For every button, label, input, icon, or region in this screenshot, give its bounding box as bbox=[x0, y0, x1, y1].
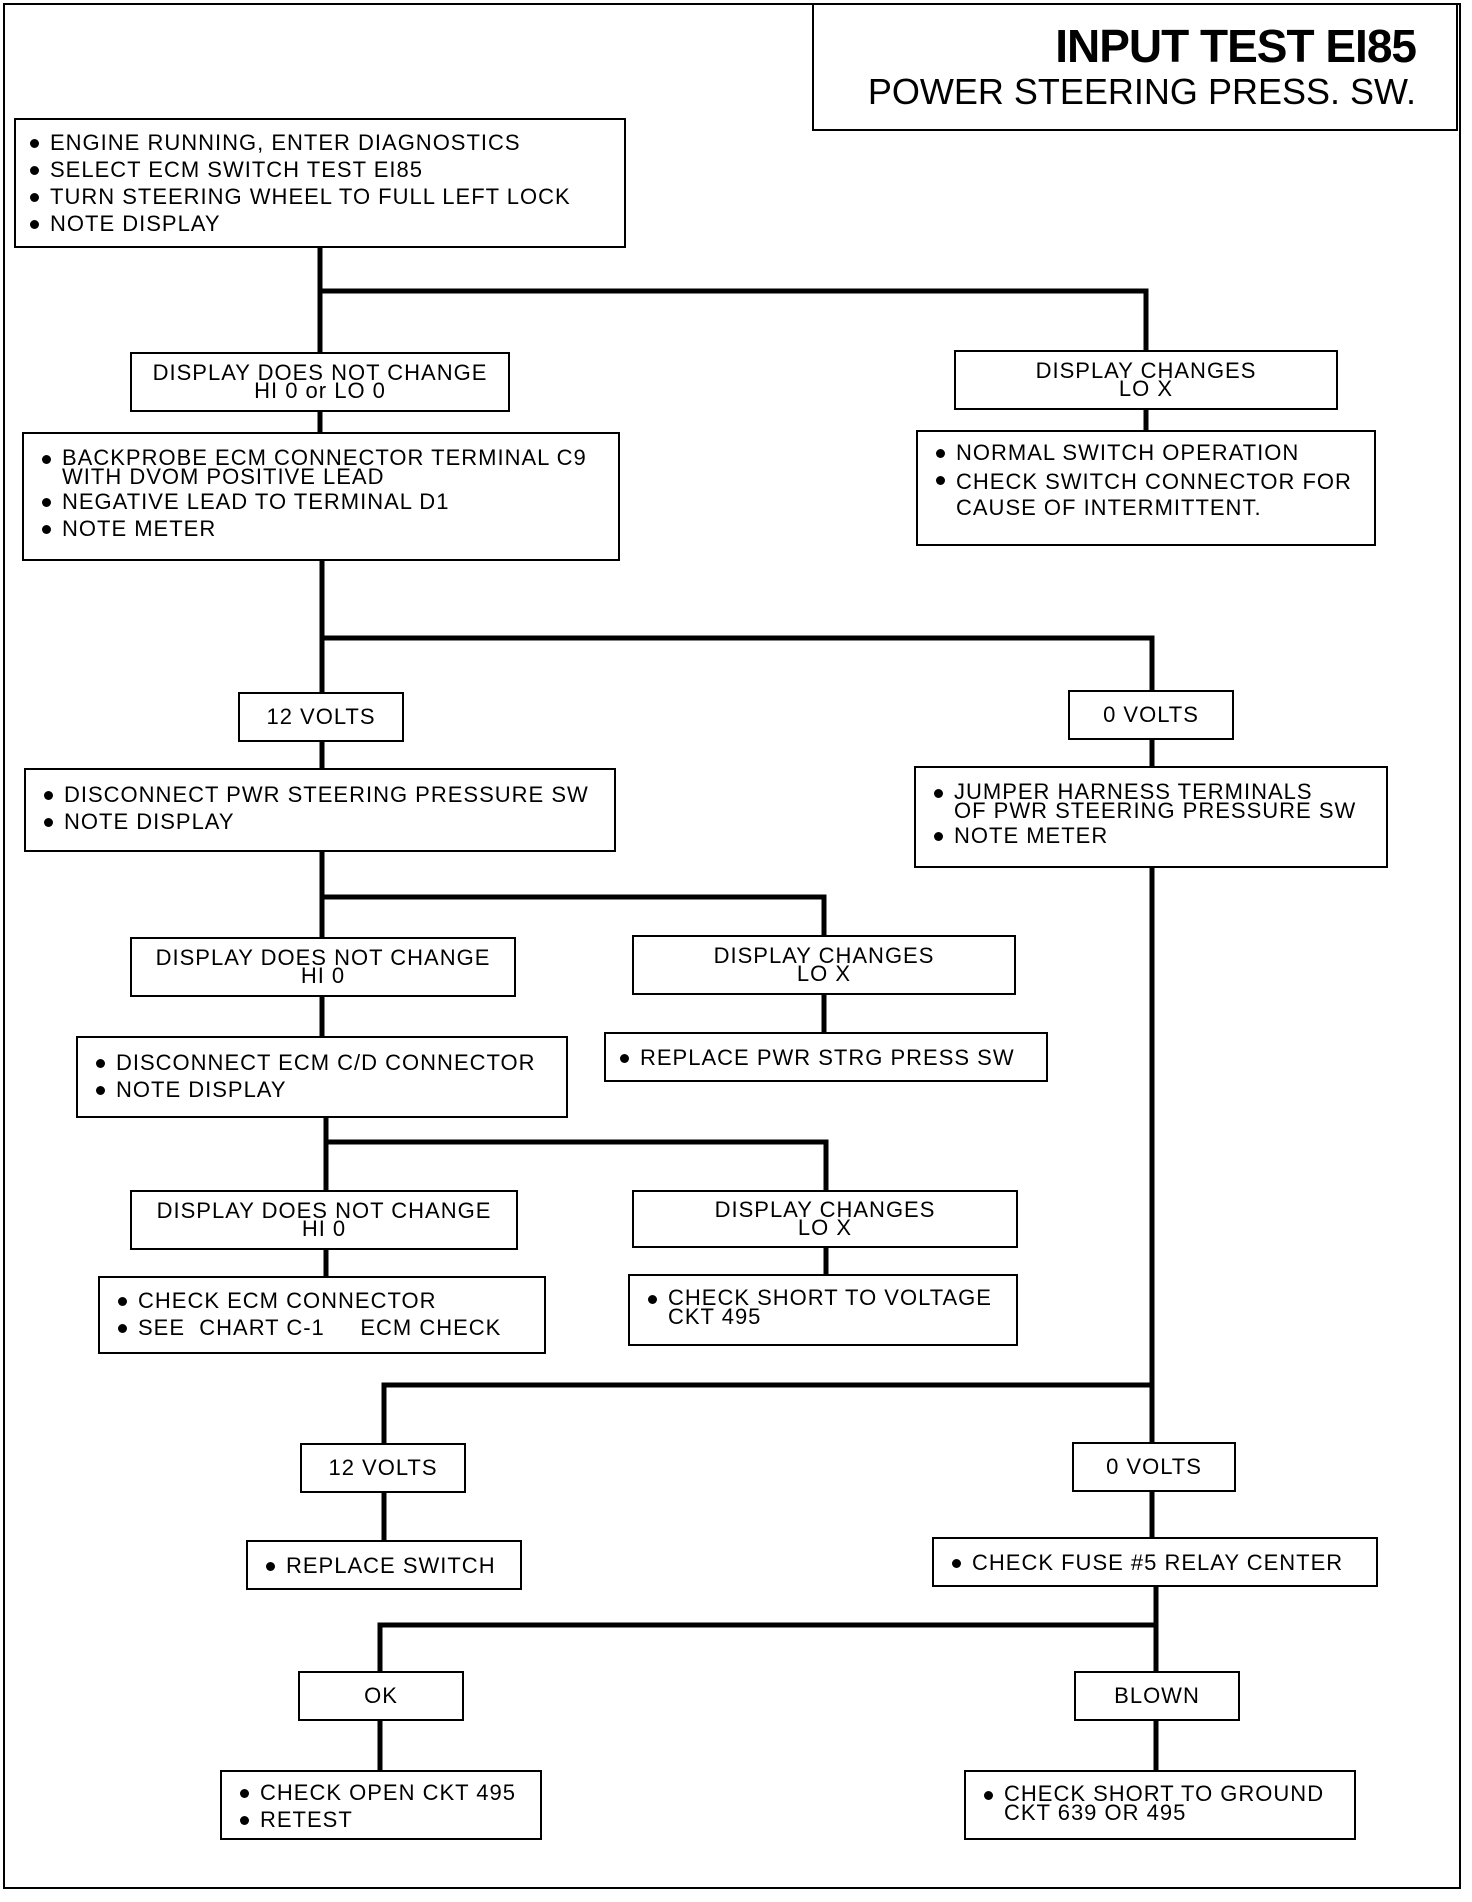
result-display-no-change-1: DISPLAY DOES NOT CHANGE HI 0 or LO 0 bbox=[130, 352, 510, 412]
disconnect-ecm-box: DISCONNECT ECM C/D CONNECTOR NOTE DISPLA… bbox=[76, 1036, 568, 1118]
step-item: TURN STEERING WHEEL TO FULL LEFT LOCK bbox=[20, 186, 624, 208]
replace-switch-box: REPLACE SWITCH bbox=[246, 1540, 522, 1590]
bullet-icon bbox=[240, 1816, 249, 1825]
bullet-icon bbox=[30, 139, 39, 148]
bullet-icon bbox=[96, 1086, 105, 1095]
bullet-icon bbox=[648, 1295, 657, 1304]
bullet-icon bbox=[96, 1059, 105, 1068]
title-box: INPUT TEST EI85 POWER STEERING PRESS. SW… bbox=[812, 3, 1458, 131]
step-item: NOTE METER bbox=[32, 518, 618, 540]
result-12-volts-1: 12 VOLTS bbox=[238, 692, 404, 742]
result-display-no-change-2: DISPLAY DOES NOT CHANGE HI 0 bbox=[130, 937, 516, 997]
result-0-volts-1: 0 VOLTS bbox=[1068, 690, 1234, 740]
step-item: DISCONNECT ECM C/D CONNECTOR bbox=[86, 1052, 566, 1074]
result-display-changes-2: DISPLAY CHANGES LO X bbox=[632, 935, 1016, 995]
result-display-changes-3: DISPLAY CHANGES LO X bbox=[632, 1190, 1018, 1248]
result-blown: BLOWN bbox=[1074, 1671, 1240, 1721]
step-item: CHECK FUSE #5 RELAY CENTER bbox=[942, 1552, 1376, 1574]
bullet-icon bbox=[44, 818, 53, 827]
step-item: RETEST bbox=[230, 1809, 540, 1831]
bullet-icon bbox=[240, 1789, 249, 1798]
bullet-icon bbox=[620, 1054, 629, 1063]
check-ecm-connector-box: CHECK ECM CONNECTOR SEE CHART C-1 ECM CH… bbox=[98, 1276, 546, 1354]
step-item: DISCONNECT PWR STEERING PRESSURE SW bbox=[34, 784, 614, 806]
step-item: NOTE DISPLAY bbox=[20, 213, 624, 235]
bullet-icon bbox=[952, 1559, 961, 1568]
replace-pressure-switch-box: REPLACE PWR STRG PRESS SW bbox=[604, 1032, 1048, 1082]
bullet-icon bbox=[118, 1324, 127, 1333]
step-item: REPLACE SWITCH bbox=[256, 1555, 520, 1577]
result-12-volts-2: 12 VOLTS bbox=[300, 1443, 466, 1493]
step-item: SELECT ECM SWITCH TEST EI85 bbox=[20, 159, 624, 181]
step-item: NEGATIVE LEAD TO TERMINAL D1 bbox=[32, 491, 618, 513]
bullet-icon bbox=[936, 449, 945, 458]
step-item: SEE CHART C-1 ECM CHECK bbox=[108, 1317, 544, 1339]
bullet-icon bbox=[30, 193, 39, 202]
check-fuse-box: CHECK FUSE #5 RELAY CENTER bbox=[932, 1537, 1378, 1587]
step-item: ENGINE RUNNING, ENTER DIAGNOSTICS bbox=[20, 132, 624, 154]
step-item: NORMAL SWITCH OPERATION bbox=[926, 442, 1374, 464]
bullet-icon bbox=[30, 220, 39, 229]
normal-operation-box: NORMAL SWITCH OPERATION CHECK SWITCH CON… bbox=[916, 430, 1376, 546]
step-item: NOTE METER bbox=[924, 825, 1386, 847]
bullet-icon bbox=[984, 1791, 993, 1800]
bullet-icon bbox=[42, 498, 51, 507]
bullet-icon bbox=[934, 789, 943, 798]
page-title: INPUT TEST EI85 bbox=[1055, 20, 1417, 72]
bullet-icon bbox=[42, 525, 51, 534]
disconnect-switch-box: DISCONNECT PWR STEERING PRESSURE SW NOTE… bbox=[24, 768, 616, 852]
bullet-icon bbox=[42, 455, 51, 464]
start-steps-box: ENGINE RUNNING, ENTER DIAGNOSTICS SELECT… bbox=[14, 118, 626, 248]
step-item: CHECK OPEN CKT 495 bbox=[230, 1782, 540, 1804]
page-subtitle: POWER STEERING PRESS. SW. bbox=[867, 71, 1416, 112]
bullet-icon bbox=[30, 166, 39, 175]
result-display-no-change-3: DISPLAY DOES NOT CHANGE HI 0 bbox=[130, 1190, 518, 1250]
result-display-changes-1: DISPLAY CHANGES LO X bbox=[954, 350, 1338, 410]
step-item: NOTE DISPLAY bbox=[34, 811, 614, 833]
step-item: CHECK ECM CONNECTOR bbox=[108, 1290, 544, 1312]
step-item: NOTE DISPLAY bbox=[86, 1079, 566, 1101]
bullet-icon bbox=[118, 1297, 127, 1306]
bullet-icon bbox=[934, 832, 943, 841]
result-ok: OK bbox=[298, 1671, 464, 1721]
check-open-circuit-box: CHECK OPEN CKT 495 RETEST bbox=[220, 1770, 542, 1840]
step-item: REPLACE PWR STRG PRESS SW bbox=[610, 1047, 1046, 1069]
page-frame bbox=[3, 3, 1461, 1889]
result-0-volts-2: 0 VOLTS bbox=[1072, 1442, 1236, 1492]
bullet-icon bbox=[936, 476, 945, 485]
bullet-icon bbox=[44, 791, 53, 800]
bullet-icon bbox=[266, 1562, 275, 1571]
